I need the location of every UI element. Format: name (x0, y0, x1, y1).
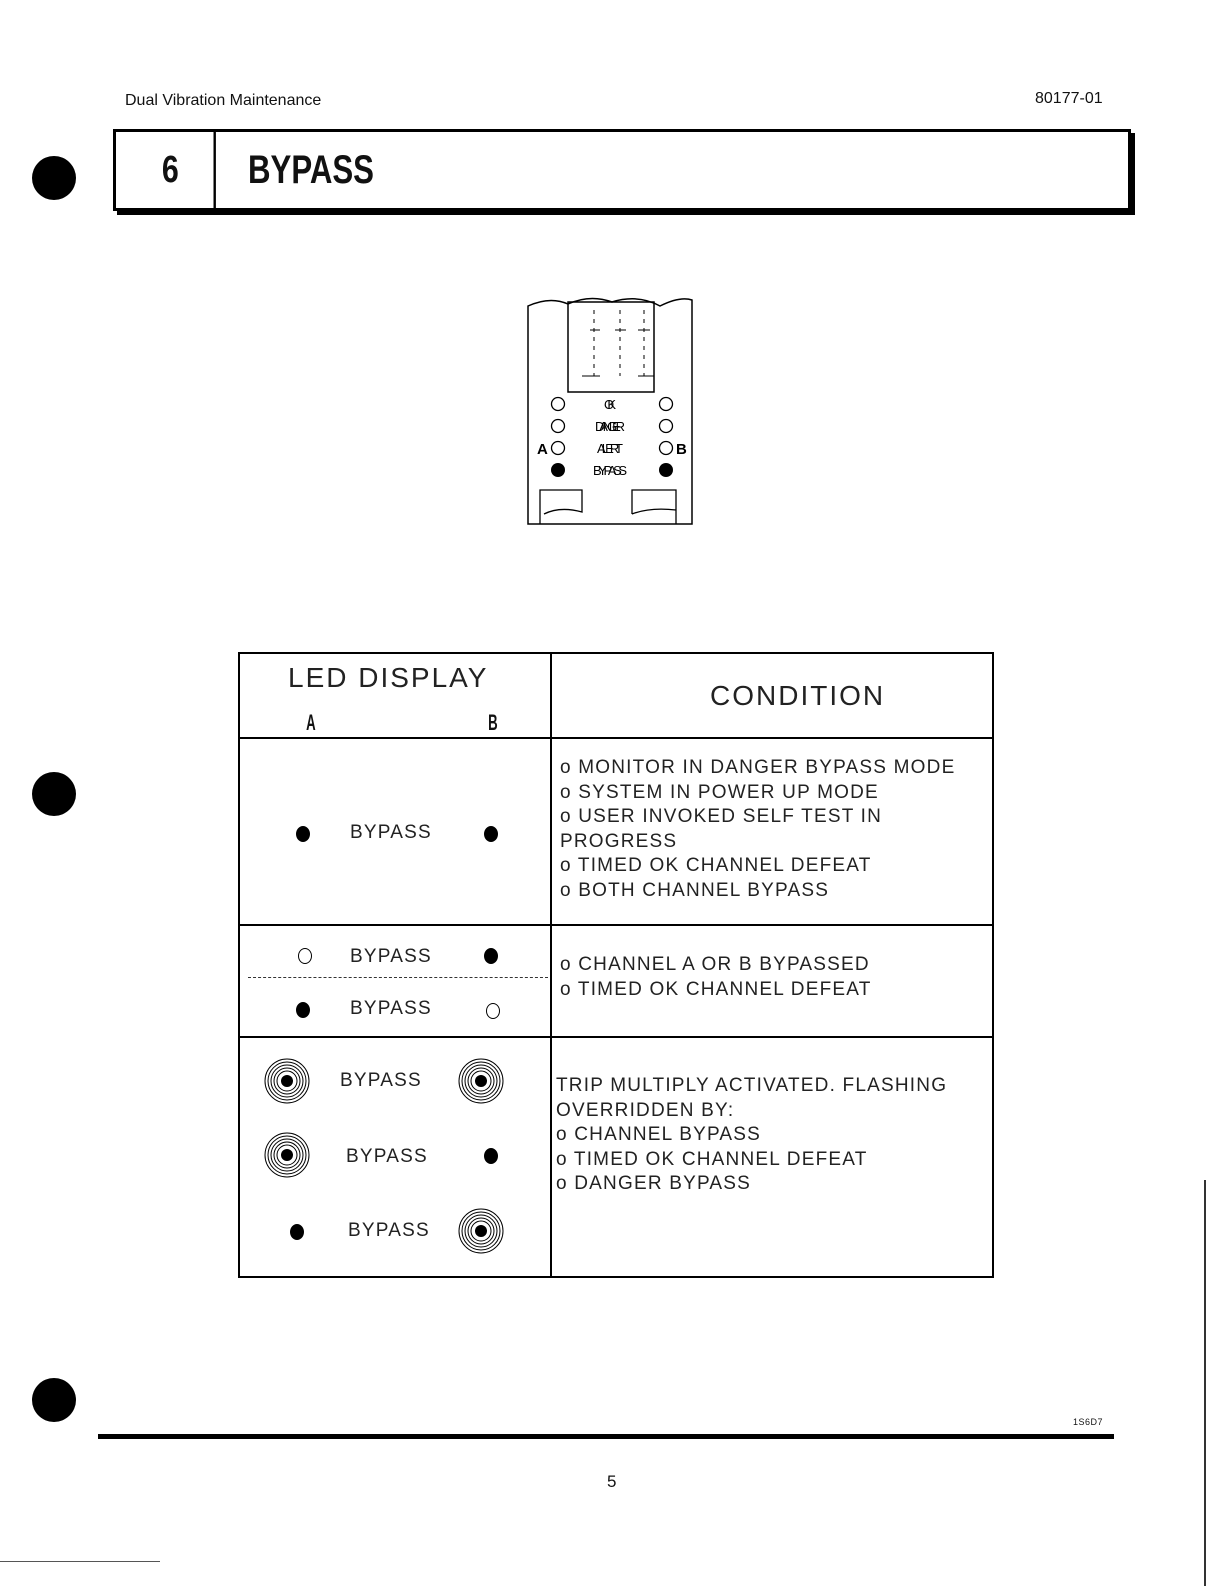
panel-label-danger: DANGER (595, 419, 625, 434)
punch-hole-icon (32, 772, 76, 816)
led-ok-a-icon (550, 396, 566, 412)
document-code: 1S6D7 (1073, 1417, 1104, 1427)
led-on-icon (484, 948, 498, 964)
led-on-icon (290, 1224, 304, 1240)
document-number: 80177-01 (1035, 90, 1103, 107)
bypass-label: BYPASS (350, 822, 432, 843)
column-a-header: A (306, 710, 316, 735)
panel-channel-b: B (676, 441, 687, 458)
led-ok-b-icon (658, 396, 674, 412)
scan-edge-line (1204, 1180, 1206, 1586)
column-b-header: B (488, 710, 498, 735)
led-bypass-a-icon (551, 463, 565, 477)
scan-bottom-line (0, 1561, 160, 1562)
bypass-label: BYPASS (350, 998, 432, 1019)
led-off-icon (486, 1003, 500, 1019)
section-title: BYPASS (248, 148, 374, 192)
led-condition-table: LED DISPLAY A B CONDITION BYPASS o MONIT… (238, 652, 994, 1278)
led-danger-b-icon (658, 418, 674, 434)
page-number: 5 (607, 1472, 617, 1491)
module-panel-svg: OK DANGER ALERT BYPASS A B (527, 297, 693, 525)
led-alert-b-icon (658, 440, 674, 456)
led-bypass-b-icon (659, 463, 673, 477)
panel-label-alert: ALERT (597, 441, 623, 456)
led-flashing-icon (458, 1208, 504, 1254)
panel-label-bypass: BYPASS (593, 463, 627, 478)
punch-hole-icon (32, 1378, 76, 1422)
led-flashing-icon (264, 1058, 310, 1104)
led-flashing-icon (458, 1058, 504, 1104)
panel-channel-a: A (537, 441, 548, 458)
section-header: 6 BYPASS (113, 129, 1131, 211)
led-flashing-icon (264, 1132, 310, 1178)
section-number: 6 (127, 132, 216, 208)
led-on-icon (484, 1148, 498, 1164)
bypass-label: BYPASS (340, 1070, 422, 1091)
led-off-icon (298, 948, 312, 964)
module-panel-illustration: OK DANGER ALERT BYPASS A B (520, 292, 702, 527)
condition-header: CONDITION (710, 680, 886, 711)
led-on-icon (296, 826, 310, 842)
led-on-icon (484, 826, 498, 842)
bypass-label: BYPASS (346, 1146, 428, 1167)
footer-rule (98, 1434, 1114, 1439)
row2-conditions: o CHANNEL A OR B BYPASSED o TIMED OK CHA… (560, 954, 872, 1000)
panel-label-ok: OK (604, 397, 616, 412)
led-on-icon (296, 1002, 310, 1018)
led-display-header: LED DISPLAY (288, 662, 489, 693)
punch-hole-icon (32, 156, 76, 200)
bypass-label: BYPASS (350, 946, 432, 967)
row3-conditions: TRIP MULTIPLY ACTIVATED. FLASHING OVERRI… (556, 1075, 948, 1194)
led-danger-a-icon (550, 418, 566, 434)
row1-conditions: o MONITOR IN DANGER BYPASS MODE o SYSTEM… (560, 757, 956, 901)
led-alert-a-icon (550, 440, 566, 456)
bypass-label: BYPASS (348, 1220, 430, 1241)
document-title: Dual Vibration Maintenance (125, 92, 322, 109)
